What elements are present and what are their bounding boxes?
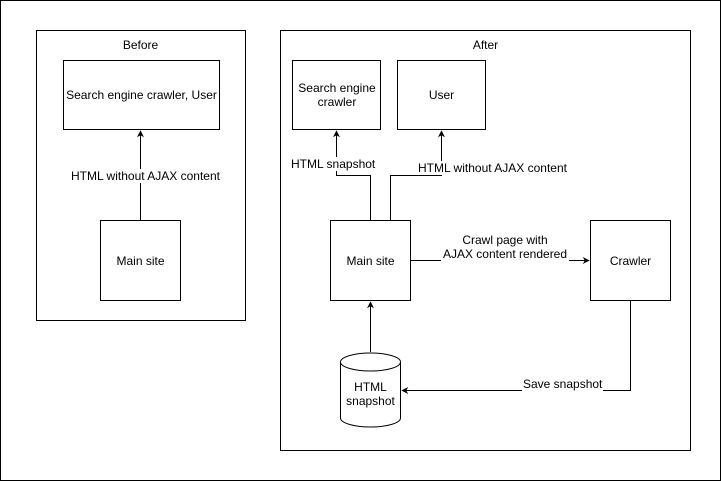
arrow-main-to-search-crawler bbox=[333, 130, 371, 220]
label-html-without-ajax: HTML without AJAX content bbox=[417, 161, 568, 175]
crawler-box-shape bbox=[590, 220, 671, 301]
crawler-box: Crawler bbox=[609, 253, 652, 268]
before-main-site-box-shape bbox=[100, 220, 181, 301]
before-panel-frame bbox=[36, 30, 246, 321]
search-crawler-box-shape bbox=[292, 60, 381, 130]
arrow-crawler-to-snapshot bbox=[401, 300, 631, 394]
label-crawl-page: Crawl page with AJAX content rendered bbox=[441, 233, 569, 261]
user-box: User bbox=[428, 88, 455, 102]
arrow-main-to-user bbox=[390, 130, 445, 220]
before-consumer-box-shape bbox=[63, 60, 220, 130]
label-html-snapshot: HTML snapshot bbox=[290, 157, 377, 171]
after-panel-frame bbox=[280, 30, 691, 451]
before-title: Before bbox=[122, 38, 159, 52]
snapshot-cylinder-shape bbox=[340, 352, 401, 428]
after-title: After bbox=[472, 38, 499, 52]
search-crawler-box: Search engine crawler bbox=[298, 81, 376, 109]
before-edge-label: HTML without AJAX content bbox=[70, 169, 221, 183]
user-box-shape bbox=[397, 60, 486, 130]
before-main-site-box: Main site bbox=[116, 253, 165, 268]
after-main-site-box: Main site bbox=[346, 253, 395, 268]
after-main-site-box-shape bbox=[330, 220, 411, 301]
snapshot-store: HTML snapshot bbox=[346, 380, 395, 408]
before-consumer-box: Search engine crawler, User bbox=[66, 88, 217, 102]
label-save-snapshot: Save snapshot bbox=[522, 377, 604, 391]
